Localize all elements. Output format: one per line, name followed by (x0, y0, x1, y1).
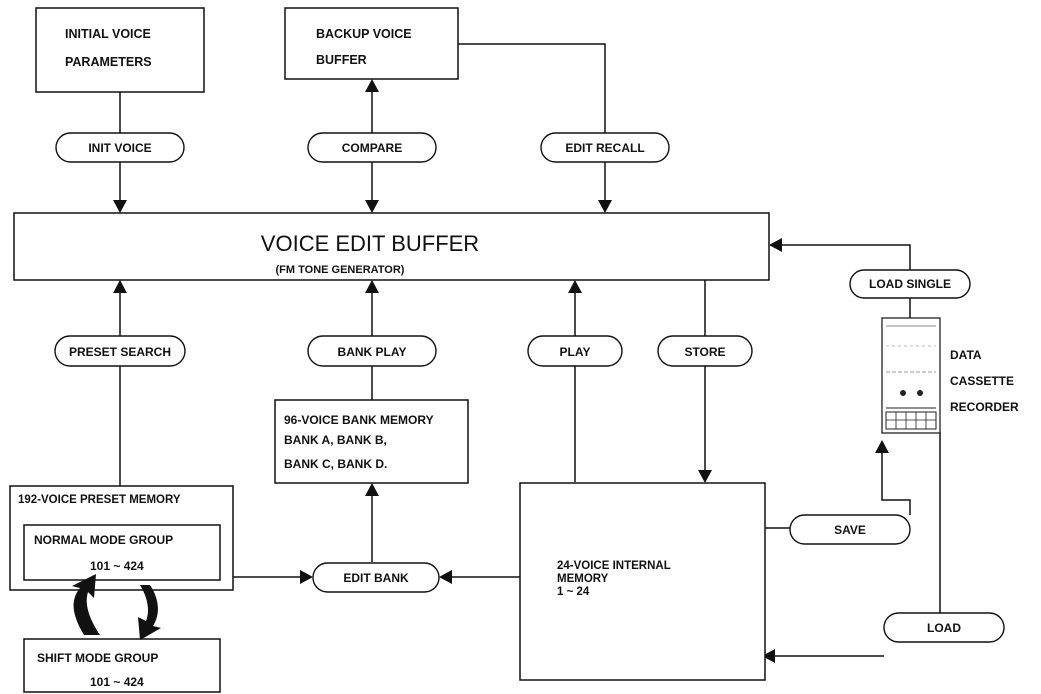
initial-voice-parameters-box: INITIAL VOICE PARAMETERS (35, 7, 205, 93)
arrow-save-to-cassette (875, 440, 889, 453)
svg-text:COMPARE: COMPARE (342, 141, 402, 155)
svg-text:BACKUP VOICE: BACKUP VOICE (316, 27, 412, 41)
edit-recall-pill: EDIT RECALL (540, 132, 670, 163)
svg-text:LOAD: LOAD (927, 621, 961, 635)
init-voice-pill: INIT VOICE (55, 132, 185, 163)
svg-text:192-VOICE PRESET MEMORY: 192-VOICE PRESET MEMORY (18, 494, 181, 506)
arrow-editbank-to-bankmemory (365, 483, 379, 496)
arrow-preset-to-buffer (113, 280, 127, 293)
svg-text:PRESET SEARCH: PRESET SEARCH (69, 345, 171, 359)
bank-memory-box: 96-VOICE BANK MEMORY BANK A, BANK B, BAN… (274, 399, 469, 484)
voice-edit-buffer-subtitle: (FM TONE GENERATOR) (276, 264, 405, 276)
shift-mode-group-box: SHIFT MODE GROUP 101 ~ 424 (23, 638, 221, 693)
arrow-compare-to-buffer (365, 200, 379, 213)
load-pill: LOAD (883, 612, 1005, 643)
voice-edit-buffer-title: VOICE EDIT BUFFER (261, 231, 479, 256)
svg-text:101 ~ 424: 101 ~ 424 (90, 675, 144, 689)
svg-text:BUFFER: BUFFER (316, 53, 367, 67)
arrow-store-to-internal (698, 470, 712, 483)
compare-pill: COMPARE (307, 132, 437, 163)
svg-text:INIT VOICE: INIT VOICE (88, 141, 151, 155)
cassette-recorder-label: DATA CASSETTE RECORDER (950, 348, 1019, 414)
svg-text:PARAMETERS: PARAMETERS (65, 55, 152, 69)
backup-voice-buffer-box: BACKUP VOICE BUFFER (284, 7, 459, 80)
svg-text:STORE: STORE (684, 345, 725, 359)
normal-to-shift-arrow (138, 585, 161, 640)
voice-edit-buffer-box: VOICE EDIT BUFFER (FM TONE GENERATOR) (13, 212, 770, 281)
play-pill: PLAY (527, 335, 623, 367)
svg-text:BANK PLAY: BANK PLAY (338, 345, 407, 359)
cassette-recorder-icon (881, 317, 941, 434)
arrow-heads (113, 79, 889, 663)
edit-bank-pill: EDIT BANK (312, 562, 440, 593)
svg-text:SAVE: SAVE (834, 523, 866, 537)
preset-search-pill: PRESET SEARCH (54, 335, 186, 367)
svg-text:96-VOICE BANK MEMORY: 96-VOICE BANK MEMORY (284, 413, 434, 427)
svg-text:NORMAL MODE GROUP: NORMAL MODE GROUP (34, 533, 173, 547)
svg-text:1 ~ 24: 1 ~ 24 (557, 586, 590, 598)
save-pill: SAVE (789, 514, 911, 545)
svg-text:24-VOICE INTERNAL: 24-VOICE INTERNAL (557, 560, 671, 572)
arrow-preset-to-editbank (300, 570, 313, 584)
normal-mode-group-box: NORMAL MODE GROUP 101 ~ 424 (23, 524, 221, 581)
svg-text:101 ~ 424: 101 ~ 424 (90, 559, 144, 573)
store-pill: STORE (657, 335, 753, 367)
svg-text:DATA: DATA (950, 348, 982, 362)
arrow-load-to-internal (762, 649, 775, 663)
mode-switch-arrows (72, 574, 161, 640)
svg-text:RECORDER: RECORDER (950, 400, 1019, 414)
bank-play-pill: BANK PLAY (307, 335, 437, 367)
svg-text:BANK A, BANK B,: BANK A, BANK B, (284, 433, 387, 447)
load-single-pill: LOAD SINGLE (849, 269, 971, 299)
svg-text:SHIFT MODE GROUP: SHIFT MODE GROUP (37, 651, 158, 665)
svg-text:MEMORY: MEMORY (557, 573, 609, 585)
arrow-init-to-buffer (113, 200, 127, 213)
arrow-compare-to-backup (365, 79, 379, 92)
arrow-bankplay-to-buffer (365, 280, 379, 293)
svg-text:BANK C, BANK D.: BANK C, BANK D. (284, 457, 387, 471)
arrow-load-single-to-buffer (769, 238, 782, 252)
svg-text:EDIT BANK: EDIT BANK (343, 571, 409, 585)
svg-text:INITIAL VOICE: INITIAL VOICE (65, 27, 151, 41)
arrow-internal-to-editbank (439, 570, 452, 584)
svg-text:CASSETTE: CASSETTE (950, 374, 1014, 388)
shift-to-normal-arrow (72, 574, 100, 635)
arrow-play-to-buffer (568, 280, 582, 293)
svg-text:PLAY: PLAY (560, 345, 591, 359)
svg-text:LOAD SINGLE: LOAD SINGLE (869, 277, 951, 291)
internal-memory-box: 24-VOICE INTERNAL MEMORY 1 ~ 24 (519, 482, 766, 681)
arrow-recall-to-buffer (598, 200, 612, 213)
svg-text:EDIT RECALL: EDIT RECALL (565, 141, 644, 155)
